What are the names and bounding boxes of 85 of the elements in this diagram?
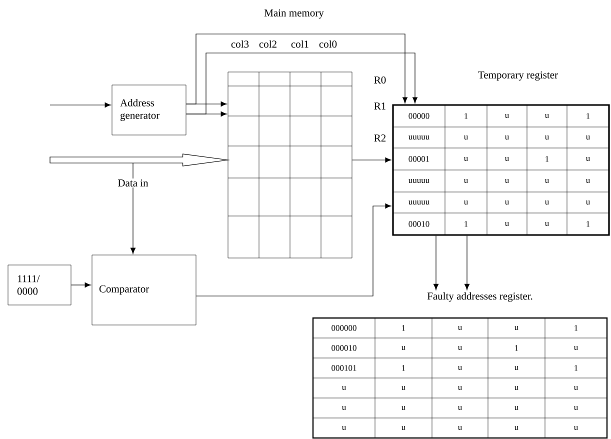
- column-label: col0: [319, 40, 337, 48]
- table-cell: u: [458, 386, 462, 390]
- table-cell: 1: [464, 113, 468, 119]
- table-cell: 1: [586, 221, 590, 227]
- row-label: R2: [374, 134, 386, 142]
- table-cell: 1: [515, 345, 518, 351]
- table-cell: u: [544, 136, 549, 140]
- table-cell: u: [504, 114, 509, 118]
- table-cell: u: [464, 200, 468, 204]
- table-cell: 000010: [332, 345, 356, 351]
- table-cell: u: [504, 179, 509, 183]
- arrow: [70, 282, 91, 288]
- table-cell: u: [544, 114, 549, 118]
- table-cell: 00010: [408, 221, 430, 227]
- table-cell: u: [514, 406, 518, 410]
- table-cell: 00001: [408, 156, 430, 162]
- table-cell: u: [574, 386, 578, 390]
- address-generator-box: Address generator: [112, 84, 186, 136]
- node-label: Temporary register: [478, 71, 558, 81]
- table-cell: u: [504, 222, 509, 226]
- table-cell: u: [458, 426, 462, 430]
- table-cell: 000101: [332, 365, 356, 371]
- table-cell: u: [342, 406, 346, 410]
- table-cell: u: [514, 326, 518, 330]
- table-cell: 1: [546, 156, 549, 162]
- table-cell: u: [574, 426, 578, 430]
- table-cell: 1: [574, 365, 578, 371]
- table-cell: u: [544, 200, 549, 204]
- table-cell: u: [574, 346, 578, 350]
- table-cell: u: [514, 366, 518, 370]
- table-cell: u: [401, 346, 406, 350]
- arrow: [186, 52, 418, 114]
- node-label: Faulty addresses register.: [427, 292, 532, 302]
- table-cell: u: [342, 386, 346, 390]
- table-cell: uuuuu: [408, 200, 430, 204]
- table-cell: u: [514, 386, 518, 390]
- table-cell: u: [504, 157, 509, 161]
- table-cell: 1: [402, 325, 406, 331]
- table-cell: u: [342, 426, 346, 430]
- comparator-box: Comparator: [92, 254, 196, 326]
- table-cell: 00000: [408, 113, 430, 119]
- table-cell: u: [458, 326, 462, 330]
- edge-label: Data in: [116, 178, 150, 188]
- table-cell: u: [464, 157, 468, 161]
- arrow: [464, 236, 470, 290]
- table-cell: 000000: [332, 325, 356, 331]
- table-cell: u: [458, 366, 462, 370]
- memory-title: Main memory: [264, 9, 324, 19]
- table-cell: uuuuu: [408, 179, 430, 183]
- arrow: [186, 34, 408, 104]
- row-label: R1: [374, 102, 386, 110]
- table-cell: u: [401, 406, 406, 410]
- column-label: col1: [291, 40, 308, 48]
- table-cell: u: [586, 179, 590, 183]
- table-cell: 1: [574, 325, 578, 331]
- table-cell: 1: [586, 113, 590, 119]
- table-cell: uuuuu: [408, 136, 430, 140]
- table-cell: u: [544, 222, 549, 226]
- input-box: 1111/ 0000: [8, 264, 72, 306]
- row-label: R0: [374, 76, 386, 84]
- table-cell: u: [401, 386, 406, 390]
- table-cell: u: [464, 179, 468, 183]
- column-label: col3: [231, 40, 249, 48]
- table-cell: u: [586, 136, 590, 140]
- arrow: [196, 203, 392, 296]
- arrow: [433, 236, 439, 290]
- table-cell: u: [574, 406, 578, 410]
- hollow-arrow: [50, 154, 230, 166]
- table-cell: u: [504, 136, 509, 140]
- table-cell: u: [544, 179, 549, 183]
- table-cell: u: [504, 200, 509, 204]
- column-label: col2: [259, 40, 276, 48]
- table-cell: u: [458, 346, 462, 350]
- table-cell: 1: [402, 365, 406, 371]
- table-cell: u: [401, 426, 406, 430]
- arrow: [352, 157, 392, 163]
- table-cell: u: [514, 426, 518, 430]
- arrow: [130, 162, 136, 254]
- table-cell: u: [586, 200, 590, 204]
- table-cell: u: [464, 136, 468, 140]
- table-cell: u: [586, 157, 590, 161]
- memory-grid: [228, 72, 352, 258]
- table-cell: 1: [464, 221, 468, 227]
- table-cell: u: [458, 406, 462, 410]
- arrow: [50, 102, 111, 108]
